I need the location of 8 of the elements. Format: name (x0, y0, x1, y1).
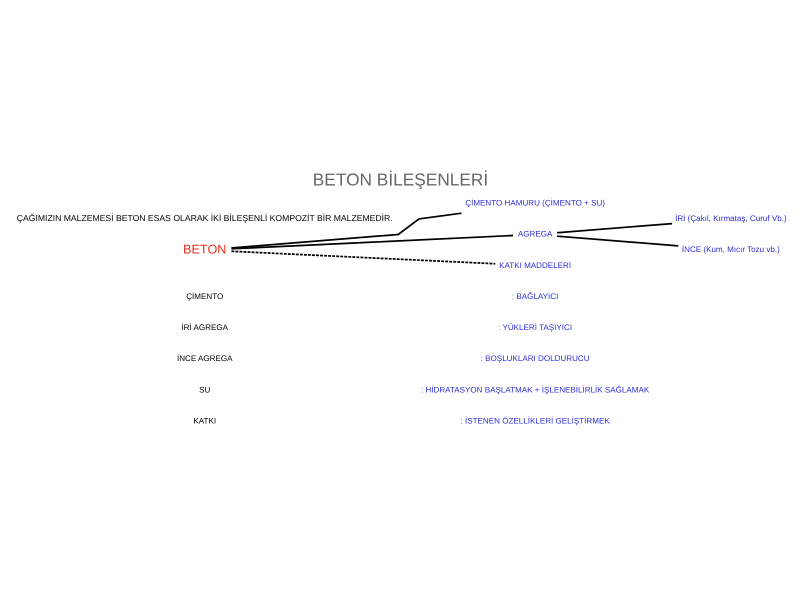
connector (556, 222, 672, 234)
connector (556, 234, 678, 246)
connector (230, 234, 513, 250)
label: ÇAĞIMIZIN MALZEMESİ BETON ESAS OLARAK İKİ BİLEŞENLİ KOMPOZİT BİR MALZEMEDİR. (16, 212, 392, 222)
diagram-title: BETON BİLEŞENLERİ (312, 168, 488, 189)
node-text: BETON (182, 242, 226, 256)
connector (230, 250, 495, 264)
connector (230, 212, 462, 248)
